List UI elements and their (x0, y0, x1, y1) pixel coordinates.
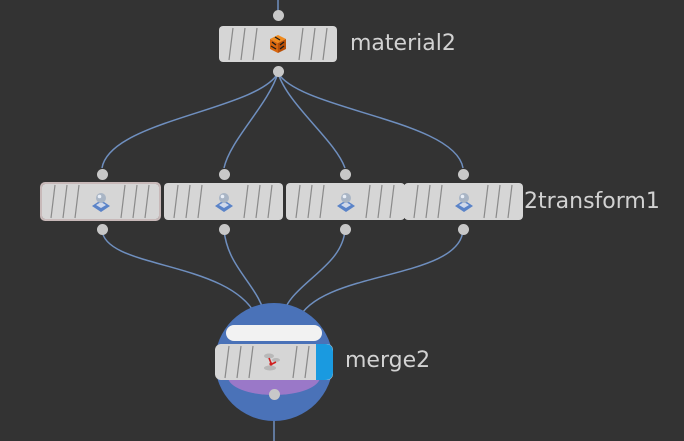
material-node[interactable] (219, 26, 337, 62)
transform-icon (91, 192, 110, 212)
transform-4-input-port[interactable] (457, 169, 469, 180)
transform-node-1[interactable] (40, 182, 161, 221)
transform-2-input-port[interactable] (218, 169, 230, 180)
node-stripes (50, 184, 150, 219)
node-stripes (295, 184, 395, 219)
wire-material-to-transform-1 (101, 72, 279, 169)
material-output-port[interactable] (272, 66, 284, 77)
transform-4-output-port[interactable] (457, 224, 469, 235)
transform-icon (454, 192, 473, 212)
material-tiger-cube-icon (270, 35, 286, 53)
transform-3-input-port[interactable] (339, 169, 351, 180)
transform-2-output-port[interactable] (218, 224, 230, 235)
transform-1-output-port[interactable] (96, 224, 108, 235)
merge-icon (264, 353, 280, 371)
node-stripes (224, 344, 333, 380)
transform-icon (214, 192, 233, 212)
transform-node-3[interactable] (286, 183, 405, 220)
transform-icon (336, 192, 355, 212)
wire-material-to-transform-4 (277, 72, 464, 169)
merge-output-port[interactable] (268, 389, 280, 400)
wire-material-to-transform-2 (223, 72, 279, 169)
transform-1-input-port[interactable] (96, 169, 108, 180)
wire-material-to-transform-3 (277, 72, 346, 169)
transform-group-label: 2transform1 (524, 189, 660, 214)
transform-node-4[interactable] (404, 183, 523, 220)
transform-node-2[interactable] (164, 183, 283, 220)
material-input-port[interactable] (272, 10, 284, 21)
wire-transform-1-to-merge (101, 229, 259, 321)
node-stripes (228, 27, 328, 61)
merge-node-label: merge2 (345, 348, 431, 373)
transform-3-output-port[interactable] (339, 224, 351, 235)
merge-node[interactable] (215, 344, 333, 380)
wire-transform-4-to-merge (297, 229, 464, 321)
node-stripes (173, 184, 273, 219)
node-stripes (413, 184, 513, 219)
material-node-label: material2 (350, 31, 456, 56)
